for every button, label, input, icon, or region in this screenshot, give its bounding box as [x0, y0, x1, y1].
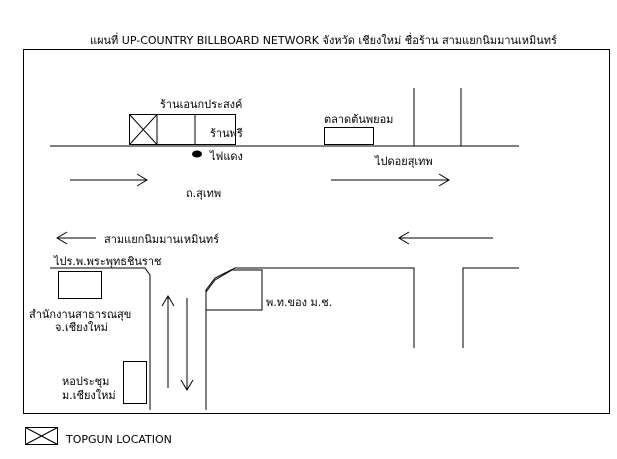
label-shop-pree: ร้านพรี [210, 127, 243, 140]
map-frame [23, 49, 610, 414]
label-traffic-light: ไฟแดง [210, 150, 243, 163]
market-box [324, 127, 374, 145]
label-cmu-building: พ.ท.ของ ม.ช. [266, 296, 333, 309]
hall-box [123, 361, 147, 404]
label-hall-line2: ม.เชียงใหม่ [62, 389, 116, 402]
map-title: แผนที่ UP-COUNTRY BILLBOARD NETWORK จังห… [90, 34, 557, 47]
arrow-right-icon [331, 173, 450, 187]
label-market: ตลาดต้นพยอม [324, 113, 394, 126]
label-health-office-line1: สำนักงานสาธารณสุข [29, 308, 132, 321]
arrow-right-icon [70, 173, 148, 187]
label-shop-name: ร้านเอนกประสงค์ [160, 98, 243, 111]
legend-label: TOPGUN LOCATION [66, 433, 172, 446]
boxed-x-icon [25, 427, 58, 445]
topgun-location-mark [129, 114, 158, 145]
road-edge-bottom-middle [205, 267, 415, 410]
arrow-left-icon [56, 231, 96, 245]
cmu-building-outline [205, 269, 263, 311]
shop-row-box [129, 114, 236, 145]
arrow-down-icon [180, 298, 194, 391]
traffic-light-icon [192, 150, 202, 158]
label-nimman-junction: สามแยกนิมมานเหมินทร์ [104, 233, 219, 246]
label-road-suthep: ถ.สุเทพ [186, 187, 222, 200]
side-street-right-edge [460, 88, 519, 147]
arrow-up-icon [161, 295, 175, 388]
label-hall-line1: หอประชุม [62, 375, 110, 388]
label-to-hospital: ไปร.พ.พระพุทธชินราช [54, 255, 162, 268]
road-edge-bottom-left [50, 267, 151, 410]
label-to-doi-suthep: ไปดอยสุเทพ [375, 155, 433, 168]
label-health-office-line2: จ.เชียงใหม่ [55, 321, 108, 334]
arrow-left-icon [398, 231, 493, 245]
road-edge-bottom-right [462, 267, 519, 348]
health-office-box [58, 271, 102, 299]
